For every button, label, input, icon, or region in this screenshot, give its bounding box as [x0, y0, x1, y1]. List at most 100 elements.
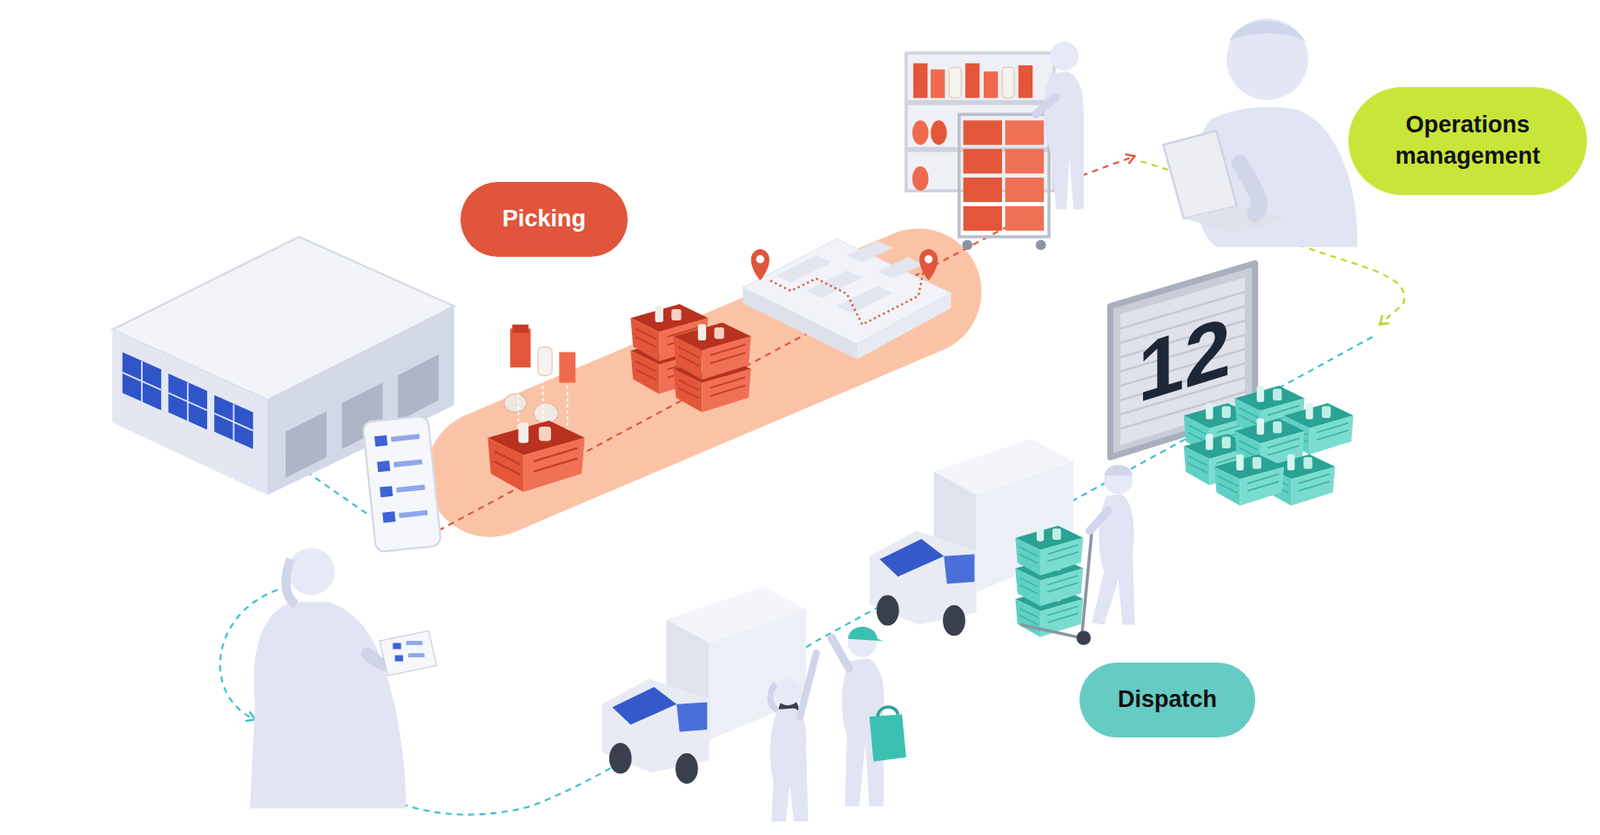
operations-manager-part: [1226, 18, 1309, 101]
shelf-picker-part: [1005, 148, 1045, 174]
route-map-part: [877, 256, 924, 279]
operations-manager-part: [1183, 206, 1289, 233]
shelf-picker-part: [1035, 239, 1047, 250]
order-tablet-part: [376, 460, 390, 472]
handover-figures-part: [770, 683, 778, 710]
picked-products-part: [558, 351, 576, 383]
shelf-picker-part: [930, 69, 945, 99]
route-map-part: [919, 248, 938, 281]
shelf-picker-part: [1049, 41, 1079, 71]
customer-figure-part: [406, 640, 424, 646]
handover-figures-part: [877, 706, 898, 717]
handover-figures-part: [774, 678, 801, 706]
shelf-picker-part: [959, 114, 1049, 237]
route-map-part: [751, 248, 770, 281]
shelf-picker-part: [1005, 177, 1045, 202]
shelf-picker-part: [906, 100, 1055, 106]
order-tablet-part: [379, 485, 393, 498]
shelf-picker-part: [1018, 65, 1033, 99]
shelf-picker-part: [963, 120, 1003, 145]
flow-lines-part: [387, 336, 1372, 815]
flow-lines-part: [1082, 155, 1136, 175]
loader-figure-part: [1089, 510, 1109, 531]
route-map: [742, 238, 951, 359]
flow-lines-part: [306, 471, 370, 516]
dock-door-part: [1109, 262, 1255, 458]
order-tablet: [363, 415, 442, 552]
handover-figures: [770, 626, 907, 822]
dock-door: [1109, 262, 1255, 458]
stage-label: Dispatch: [1117, 684, 1217, 716]
route-map-part: [742, 288, 857, 360]
order-tablet-part: [390, 433, 420, 442]
flow-lines-part: [428, 219, 1021, 536]
order-tablet-part: [393, 458, 423, 467]
loader-figure-part: [1015, 525, 1083, 576]
loader-figure-part: [1020, 531, 1092, 639]
order-tablet-part: [374, 435, 388, 447]
loader-figure-part: [1076, 630, 1091, 645]
shelf-picker-part: [963, 177, 1003, 202]
customer-figure: [249, 547, 437, 808]
picking-band: [407, 208, 1002, 557]
picked-products: [504, 324, 576, 439]
route-map-part: [775, 255, 832, 283]
shelf-picker: [906, 41, 1084, 250]
shelf-picker-part: [913, 63, 928, 99]
loader-figure: [1015, 464, 1135, 646]
dock-number: 12: [1137, 303, 1231, 417]
route-map-part: [742, 238, 951, 344]
picking-basket-part: [487, 420, 585, 492]
customer-figure-part: [286, 558, 296, 605]
route-map-part: [847, 241, 894, 263]
shelf-picker-part: [963, 206, 1003, 231]
operations-manager-part: [1239, 163, 1259, 216]
route-map-part: [770, 270, 924, 325]
stage-pill: Picking: [460, 181, 628, 257]
customer-figure-part: [249, 602, 406, 809]
loader-figure-part: [1103, 464, 1133, 476]
shelf-picker-part: [1001, 67, 1015, 98]
shelf-picker-part: [948, 67, 962, 98]
shelf-picker-part: [1043, 71, 1083, 209]
shelf-picker-part: [912, 120, 929, 145]
picking-band-part: [407, 208, 1002, 557]
customer-figure-part: [395, 655, 404, 662]
dispatch-baskets: [1183, 385, 1354, 506]
customer-figure-part: [408, 652, 425, 658]
stage-label: Operations management: [1369, 109, 1567, 172]
handover-figures-part: [869, 714, 907, 762]
picked-products-part: [504, 393, 527, 412]
warehouse-part: [285, 410, 327, 478]
warehouse-part: [122, 361, 254, 441]
loader-figure-part: [1091, 493, 1135, 625]
route-map-part: [836, 285, 893, 314]
stage-pill: Operations management: [1348, 87, 1587, 195]
shelf-picker-part: [1005, 120, 1045, 145]
shelf-picker-part: [930, 120, 948, 145]
route-map-part: [924, 255, 933, 263]
basket-stack-part: [673, 322, 752, 380]
shelf-picker-part: [912, 166, 929, 191]
shelf-picker-part: [961, 239, 973, 250]
operations-manager: [1163, 18, 1358, 248]
shelf-picker-part: [906, 53, 1055, 191]
stage-pill: Dispatch: [1079, 662, 1256, 738]
shelf-picker-part: [965, 63, 980, 99]
order-tablet-part: [363, 415, 442, 552]
stage-label: Picking: [502, 203, 586, 236]
customer-figure-part: [392, 642, 401, 649]
route-map-part: [806, 270, 862, 299]
operations-manager-part: [1230, 20, 1307, 43]
handover-figures-part: [770, 708, 809, 822]
handover-figures-part: [831, 638, 849, 669]
loader-figure-part: [1103, 465, 1133, 495]
dispatch-baskets-part: [1214, 454, 1285, 506]
order-tablet-part: [398, 510, 428, 518]
customer-figure-part: [379, 630, 437, 676]
flow-illustration-part: [112, 18, 1405, 822]
picked-products-part: [510, 328, 531, 368]
warehouse-part: [397, 354, 439, 422]
picking-basket: [487, 420, 585, 492]
